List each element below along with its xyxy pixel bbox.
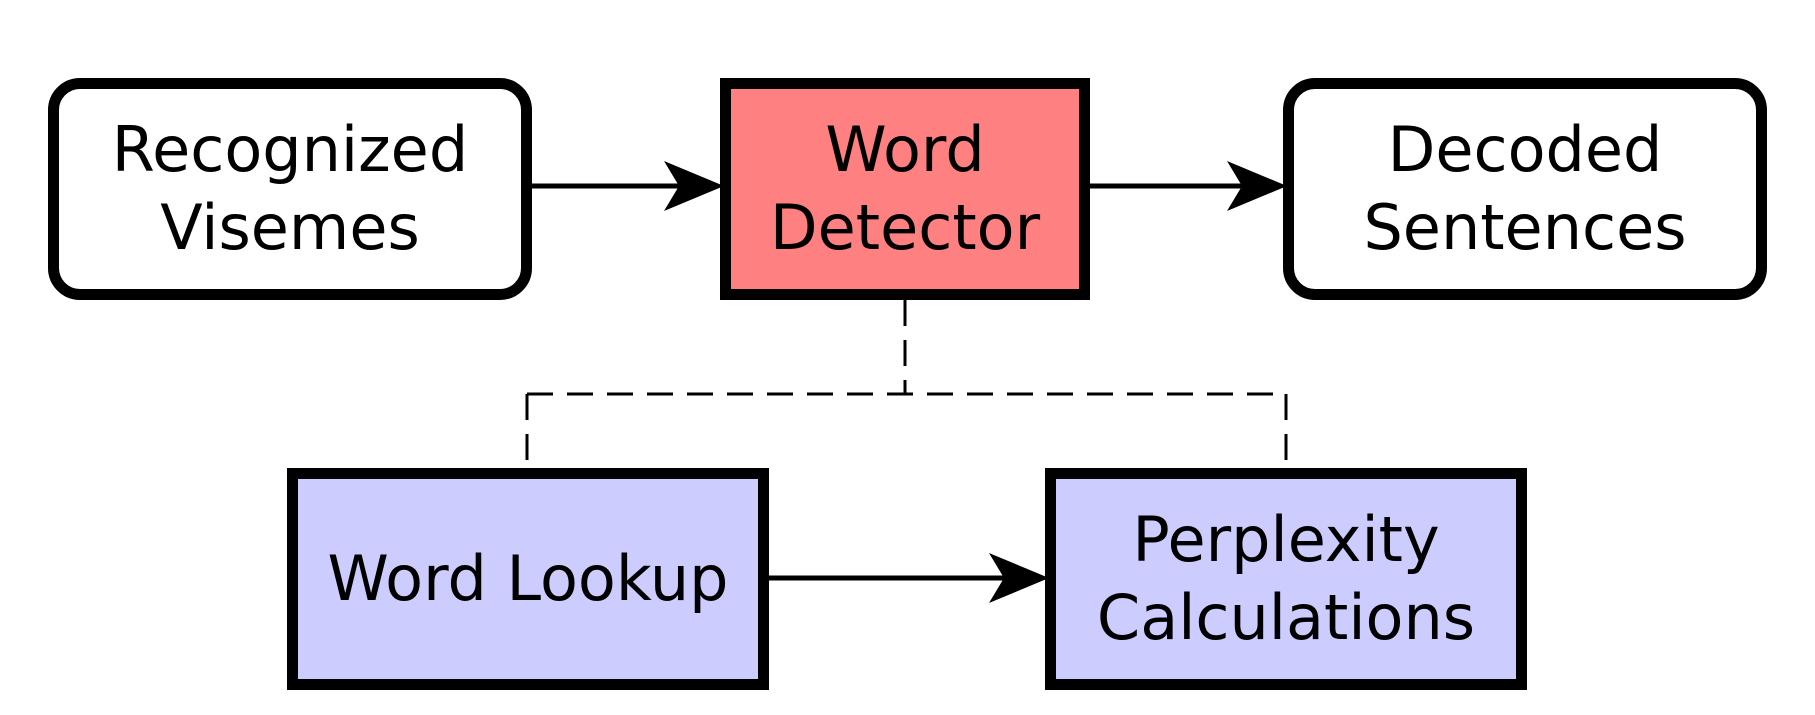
word-lookup-box: Word Lookup — [287, 468, 769, 690]
recognized-visemes-line2: Visemes — [160, 191, 420, 264]
decoded-sentences-line2: Sentences — [1363, 191, 1687, 264]
recognized-visemes-line1: Recognized — [111, 113, 469, 186]
recognized-visemes-box: Recognized Visemes — [48, 78, 532, 300]
word-detector-box: Word Detector — [720, 78, 1090, 300]
dashed-link-detector-to-subprocesses — [525, 300, 1288, 468]
word-lookup-line1: Word Lookup — [327, 542, 729, 615]
perplexity-calculations-line1: Perplexity — [1132, 503, 1440, 576]
perplexity-calculations-line2: Calculations — [1096, 581, 1476, 654]
decoded-sentences-box: Decoded Sentences — [1283, 78, 1767, 300]
word-detector-line2: Detector — [769, 191, 1041, 264]
word-detector-line1: Word — [825, 113, 985, 186]
decoded-sentences-line1: Decoded — [1387, 113, 1663, 186]
perplexity-calculations-box: Perplexity Calculations — [1045, 468, 1527, 690]
